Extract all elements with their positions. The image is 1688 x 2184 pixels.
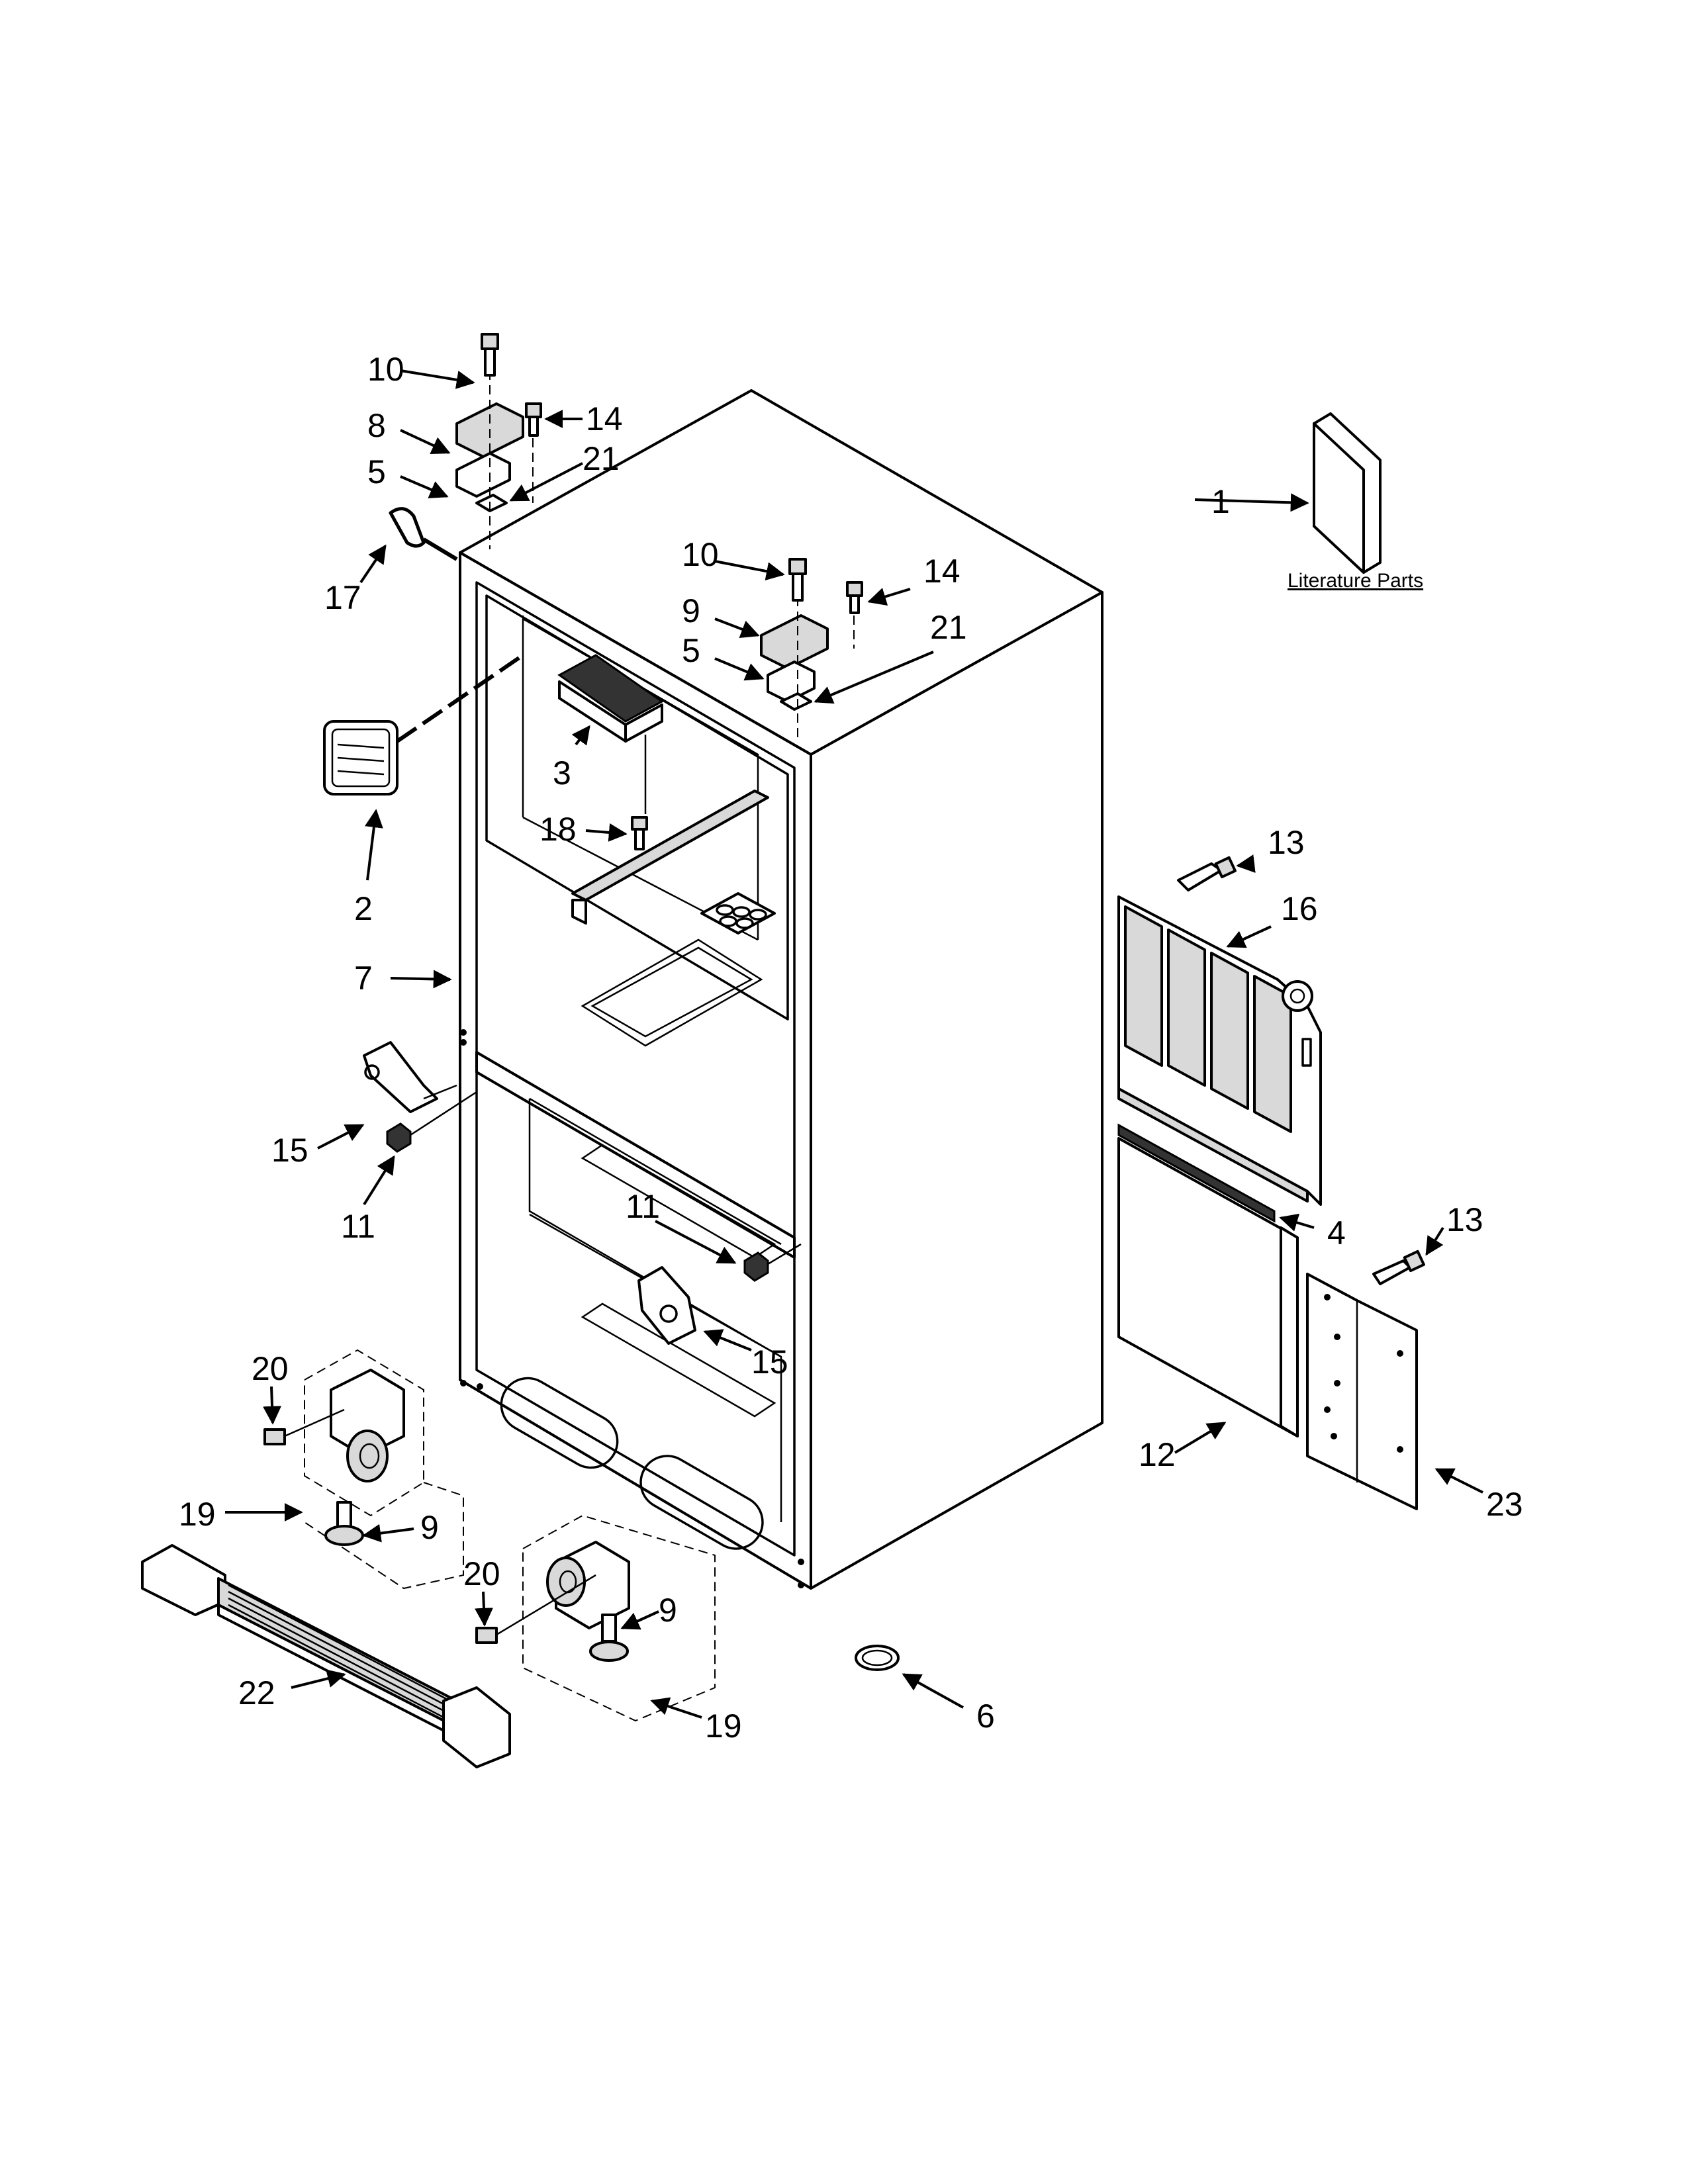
callout-3: 3 (553, 754, 571, 792)
part-23-panel (1306, 1273, 1418, 1510)
callout-20-left: 20 (252, 1350, 289, 1387)
part-2-control (323, 653, 524, 796)
callout-23: 23 (1486, 1486, 1523, 1523)
part-3-light-housing (557, 654, 664, 814)
callout-6: 6 (976, 1698, 995, 1735)
callout-5-upper-left: 5 (367, 453, 386, 490)
part-15-upper-bracket (363, 1041, 457, 1113)
callout-15-upper: 15 (271, 1132, 308, 1169)
callout-12: 12 (1139, 1436, 1176, 1473)
upper-right-hinge (760, 558, 863, 741)
callout-8-upper-right: 9 (682, 592, 700, 629)
callout-7: 7 (354, 960, 373, 997)
callout-8-upper-left: 8 (367, 407, 386, 444)
callout-4: 4 (1327, 1214, 1346, 1251)
callout-5-upper-right: 5 (682, 632, 700, 669)
part-11-upper-screw (386, 1091, 477, 1153)
callout-22: 22 (238, 1674, 275, 1711)
callout-14-upper-left: 14 (586, 400, 623, 437)
callout-21-upper-right: 21 (930, 609, 967, 646)
part-15-lower-bracket (637, 1266, 696, 1345)
part-22-toe-grille (141, 1544, 511, 1768)
callout-9-upper-right: 10 (682, 536, 719, 573)
leader-lines (225, 369, 1483, 1719)
callout-19-right: 19 (705, 1707, 742, 1745)
part-4-strip (1117, 1123, 1276, 1223)
callout-1: 1 (1211, 483, 1230, 520)
callout-15-lower: 15 (751, 1343, 788, 1381)
callout-11-lower: 11 (626, 1188, 660, 1225)
callout-11-upper: 11 (341, 1208, 375, 1245)
callout-2: 2 (354, 890, 373, 927)
callout-14-upper-right: 14 (923, 553, 961, 590)
literature-booklet (1313, 412, 1382, 574)
part-11-lower-screw (743, 1243, 802, 1282)
callout-16: 16 (1281, 890, 1318, 927)
callout-17: 17 (324, 579, 361, 616)
callout-13-upper: 13 (1268, 824, 1305, 861)
part-16-panel (1117, 895, 1322, 1206)
callout-10-right: 9 (659, 1592, 677, 1629)
callout-9-upper-left: 10 (367, 351, 404, 388)
callout-20-right: 20 (463, 1555, 500, 1592)
right-roller-assembly (475, 1514, 716, 1722)
left-roller-assembly (263, 1349, 464, 1590)
part-13-screws (1177, 856, 1425, 1285)
cabinet (459, 389, 1103, 1590)
part-17-shape (389, 507, 426, 548)
callout-10-left: 9 (420, 1509, 439, 1546)
literature-parts-label: Literature Parts (1288, 570, 1423, 592)
callout-21-upper-left: 21 (583, 440, 620, 477)
callout-labels: 10 8 5 14 21 17 10 14 9 5 21 1 Literatur… (179, 351, 1523, 1745)
callout-19-left: 19 (179, 1496, 216, 1533)
callout-18: 18 (539, 811, 577, 848)
part-18-screw (631, 816, 648, 850)
part-6-grommet (855, 1645, 900, 1671)
part-12-kickplate (1117, 1137, 1299, 1437)
callout-13-lower: 13 (1446, 1201, 1483, 1238)
